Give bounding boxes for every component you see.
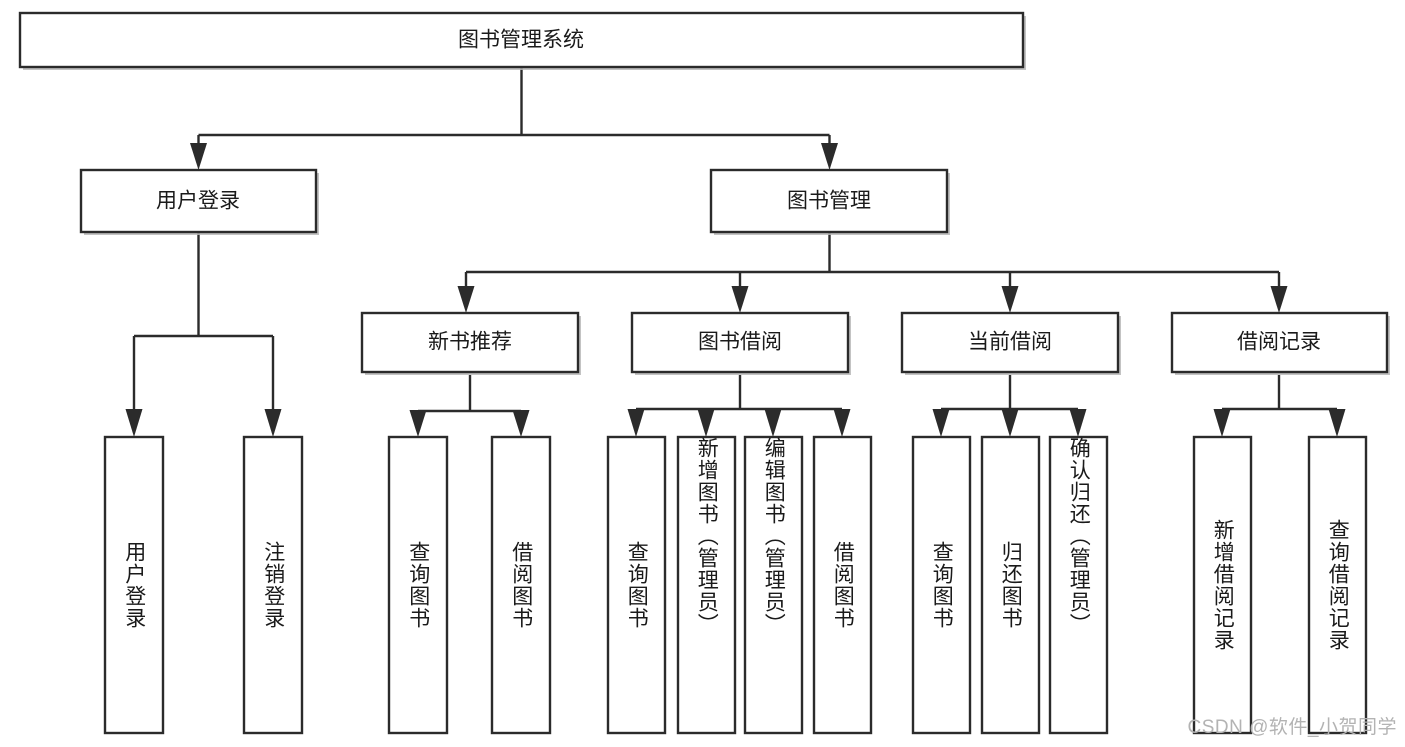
node-book-borrow-box[interactable] xyxy=(630,311,850,374)
node-root-box[interactable] xyxy=(18,11,1025,69)
node-current-borrow-box[interactable] xyxy=(900,311,1120,374)
leaf-box-new-book-1[interactable] xyxy=(387,435,449,735)
arrow-root-to-book-mgmt xyxy=(821,143,838,170)
node-root[interactable]: 图书管理系统 xyxy=(18,11,1026,70)
arrow-borrow-record-leaf-1 xyxy=(1213,409,1231,437)
connector-group-root xyxy=(190,67,838,170)
arrow-user-login-leaf-1 xyxy=(125,409,143,437)
node-book-mgmt-label: 图书管理 xyxy=(787,190,871,213)
node-book-borrow-label: 图书借阅 xyxy=(698,331,782,354)
leaf-box-current-borrow-1[interactable] xyxy=(911,435,972,735)
leaf-box-current-borrow-3[interactable] xyxy=(1048,435,1109,735)
node-new-book[interactable]: 新书推荐 xyxy=(360,311,581,375)
node-current-borrow[interactable]: 当前借阅 xyxy=(900,311,1121,375)
leaf-boxes-current-borrow xyxy=(911,435,1109,735)
arrow-user-login-leaf-2 xyxy=(264,409,282,437)
arrow-current-borrow-leaf-2 xyxy=(1001,409,1019,437)
arrow-new-book-leaf-1 xyxy=(409,410,427,437)
arrow-root-to-user-login xyxy=(190,143,207,170)
leaf-box-borrow-record-2[interactable] xyxy=(1307,435,1368,735)
leaf-boxes-book-borrow xyxy=(606,435,873,735)
leaf-box-current-borrow-2[interactable] xyxy=(980,435,1041,735)
connector-group-book-mgmt xyxy=(457,232,1288,313)
leaf-boxes-user-login xyxy=(103,435,304,735)
leaf-boxes-new-book xyxy=(387,435,552,735)
node-user-login-label: 用户登录 xyxy=(156,190,240,213)
node-user-login-box[interactable] xyxy=(79,168,318,234)
csdn-watermark: CSDN @软件_小贺同学 xyxy=(1187,717,1397,738)
arrow-borrow-record-leaf-2 xyxy=(1328,409,1346,437)
connector-group-user-login xyxy=(125,232,282,437)
leaf-box-book-borrow-4[interactable] xyxy=(812,435,873,735)
arrow-new-book-leaf-2 xyxy=(512,410,530,437)
arrow-current-borrow-leaf-3 xyxy=(1069,409,1087,437)
connector-group-current-borrow xyxy=(932,375,1087,437)
node-borrow-record[interactable]: 借阅记录 xyxy=(1170,311,1390,375)
arrow-current-borrow-leaf-1 xyxy=(932,409,950,437)
arrow-book-borrow-leaf-4 xyxy=(833,409,851,437)
node-user-login[interactable]: 用户登录 xyxy=(79,168,319,235)
node-root-label: 图书管理系统 xyxy=(458,29,584,52)
arrow-book-mgmt-to-current-borrow xyxy=(1001,286,1019,313)
leaf-box-book-borrow-2[interactable] xyxy=(676,435,737,735)
leaf-boxes-borrow-record xyxy=(1192,435,1368,735)
arrow-book-borrow-leaf-3 xyxy=(764,409,782,437)
node-book-mgmt[interactable]: 图书管理 xyxy=(709,168,950,235)
connector-group-new-book xyxy=(409,375,530,437)
connector-group-borrow-record xyxy=(1213,375,1346,437)
leaf-box-new-book-2[interactable] xyxy=(490,435,552,735)
arrow-book-borrow-leaf-2 xyxy=(697,409,715,437)
leaf-box-book-borrow-3[interactable] xyxy=(743,435,804,735)
node-new-book-box[interactable] xyxy=(360,311,580,374)
node-book-mgmt-box[interactable] xyxy=(709,168,949,234)
node-book-borrow[interactable]: 图书借阅 xyxy=(630,311,851,375)
node-new-book-label: 新书推荐 xyxy=(428,331,512,354)
leaf-box-book-borrow-1[interactable] xyxy=(606,435,667,735)
node-borrow-record-label: 借阅记录 xyxy=(1237,331,1321,354)
arrow-book-mgmt-to-new-book xyxy=(457,286,475,313)
leaf-box-user-login-2[interactable] xyxy=(242,435,304,735)
arrow-book-mgmt-to-borrow-record xyxy=(1270,286,1288,313)
node-borrow-record-box[interactable] xyxy=(1170,311,1389,374)
connector-group-book-borrow xyxy=(627,375,851,437)
arrow-book-mgmt-to-book-borrow xyxy=(731,286,749,313)
arrow-book-borrow-leaf-1 xyxy=(627,409,645,437)
node-current-borrow-label: 当前借阅 xyxy=(968,331,1052,354)
leaf-box-borrow-record-1[interactable] xyxy=(1192,435,1253,735)
leaf-box-user-login-1[interactable] xyxy=(103,435,165,735)
